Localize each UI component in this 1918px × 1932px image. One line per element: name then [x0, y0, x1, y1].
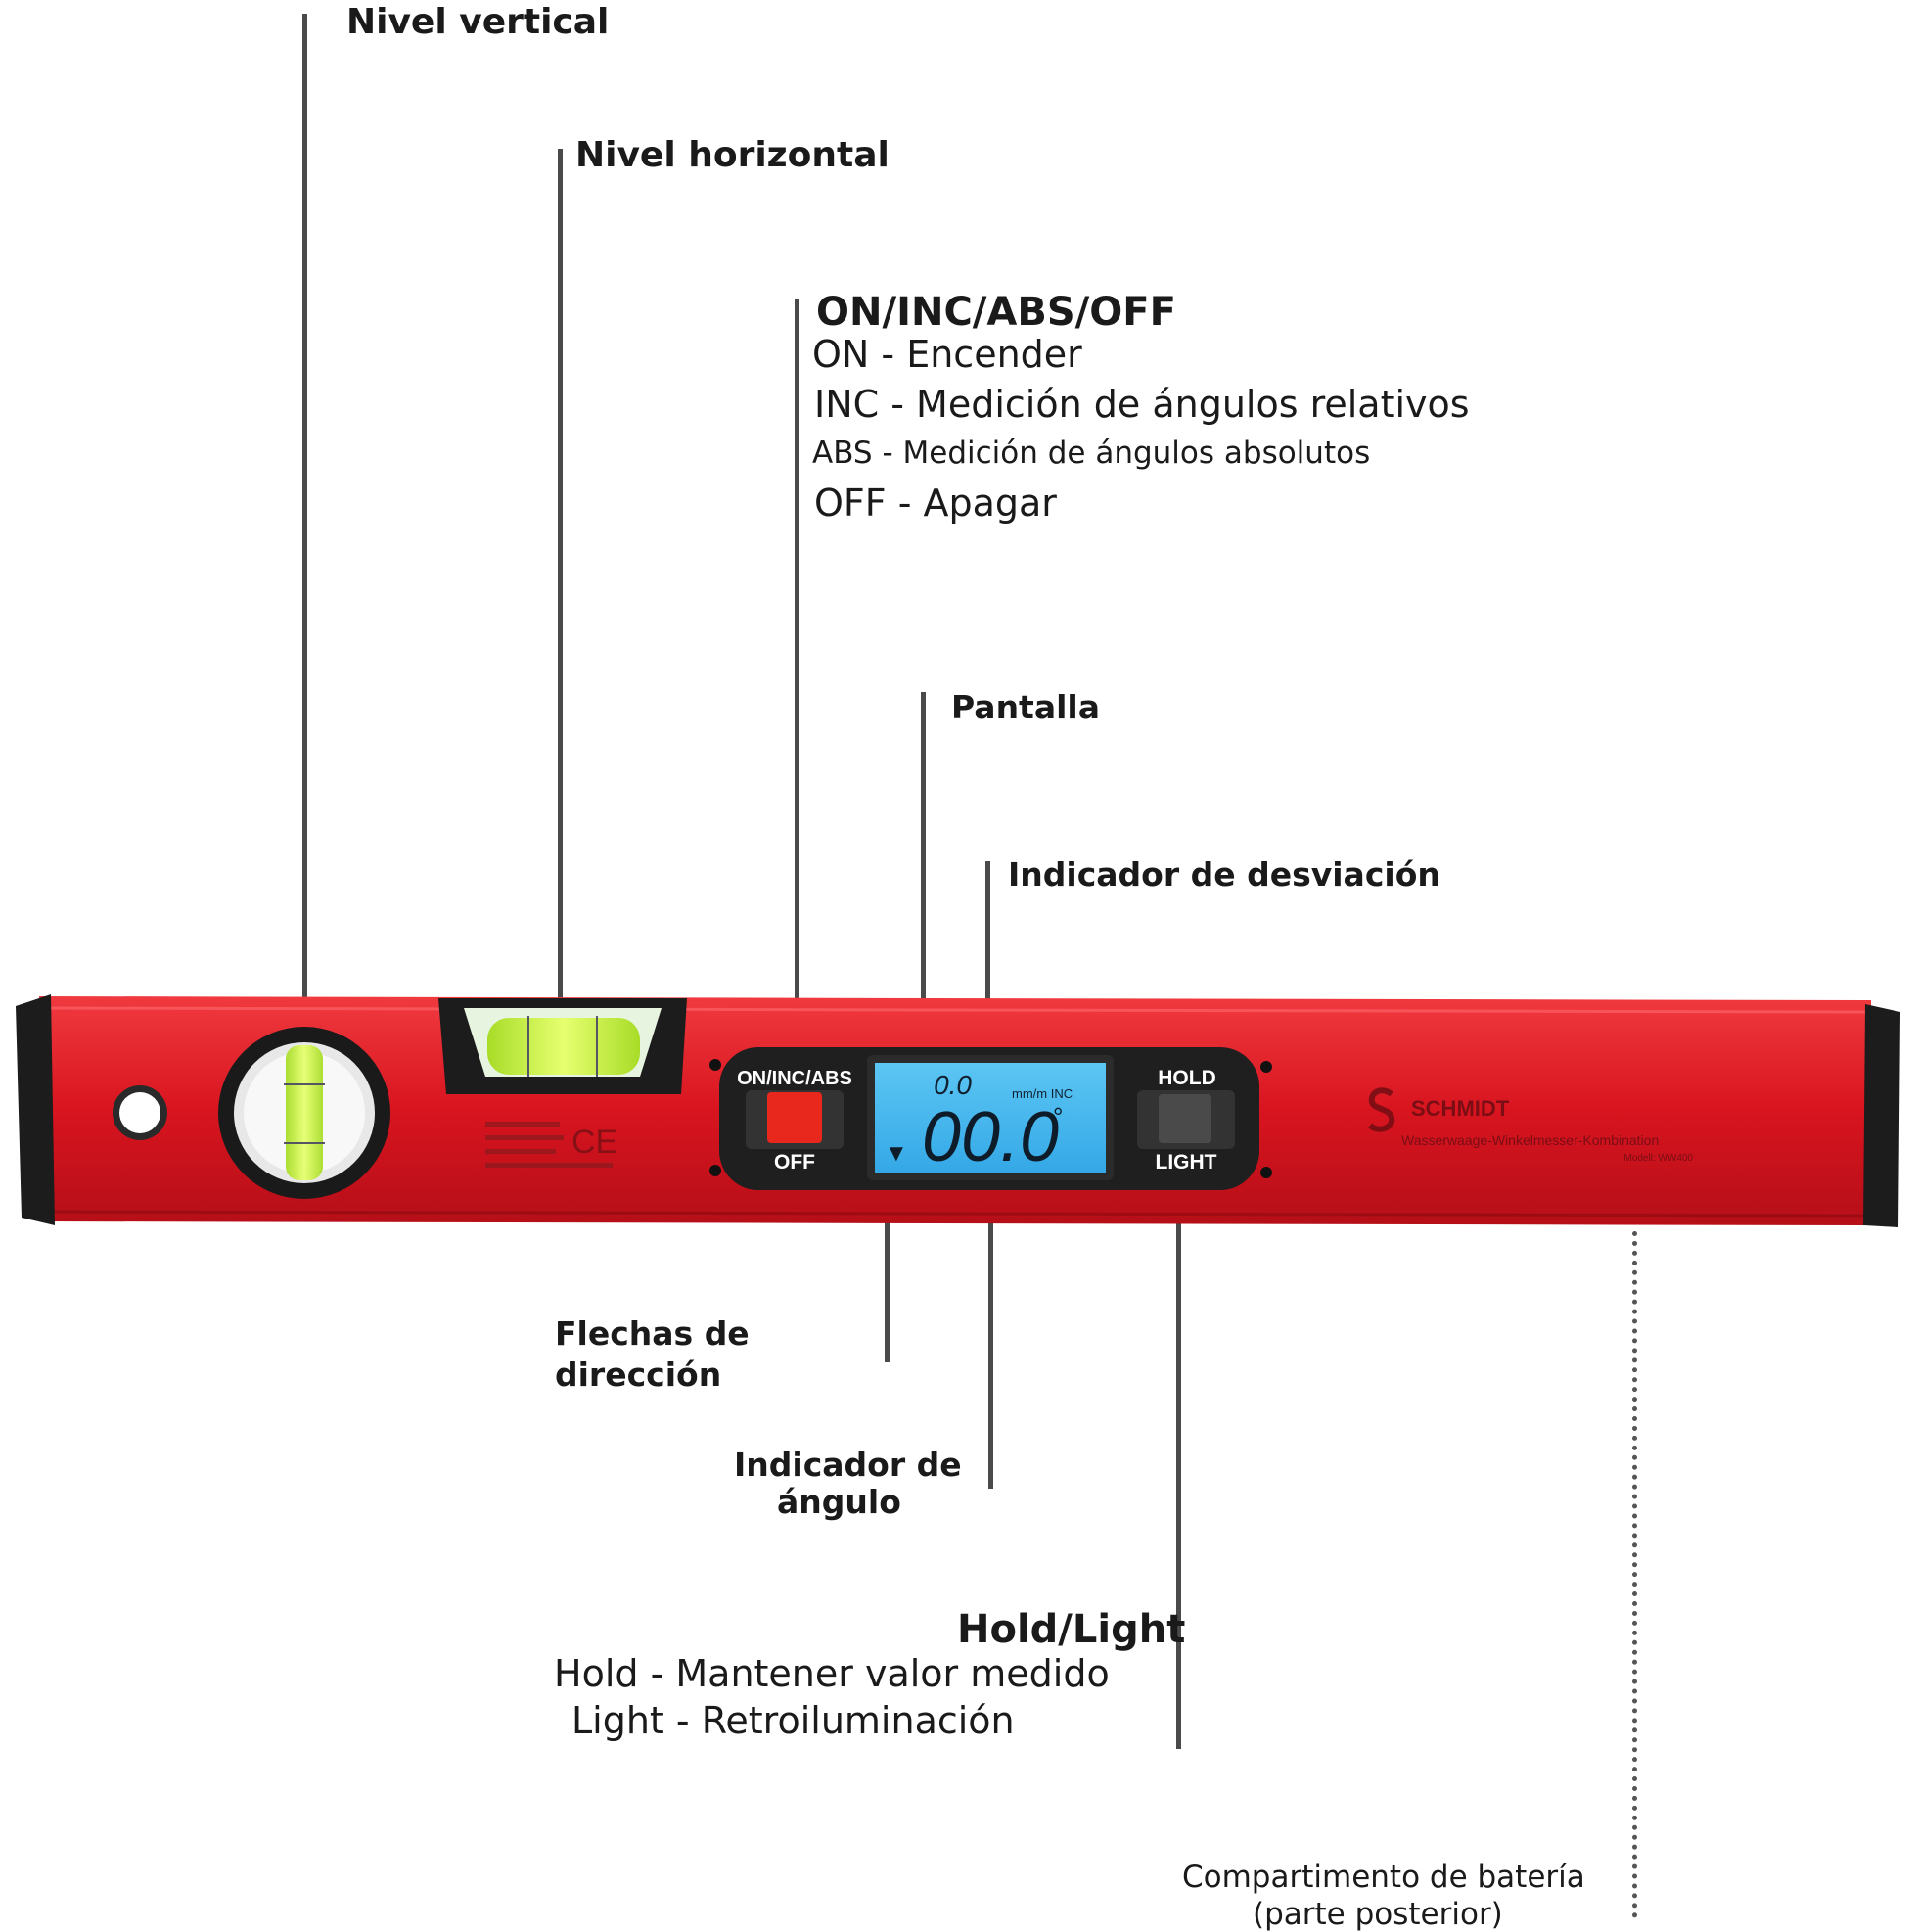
- leader-deviation: [985, 861, 990, 1042]
- product-line: Wasserwaage-Winkelmesser-Kombination: [1401, 1132, 1659, 1148]
- label-arrows-2: dirección: [555, 1356, 722, 1394]
- button-left-top-label: ON/INC/ABS: [737, 1068, 852, 1089]
- label-onoff-on: ON - Encender: [812, 333, 1082, 376]
- label-arrows-1: Flechas de: [555, 1314, 750, 1353]
- label-horizontal-level: Nivel horizontal: [575, 135, 890, 175]
- label-onoff-abs: ABS - Medición de ángulos absolutos: [812, 436, 1371, 471]
- brand-name: SCHMIDT: [1411, 1096, 1510, 1121]
- lcd-main-value: 00.0: [922, 1098, 1059, 1176]
- onoff-button: [767, 1092, 822, 1143]
- lcd-small-unit: mm/m INC: [1012, 1086, 1073, 1101]
- leader-hold: [1176, 1165, 1181, 1749]
- leader-arrows: [885, 1160, 890, 1362]
- ce-mark: CE: [571, 1124, 617, 1161]
- button-right-bottom-label: LIGHT: [1156, 1151, 1217, 1173]
- label-angle-1: Indicador de: [734, 1446, 962, 1484]
- label-hold-desc: Hold - Mantener valor medido: [554, 1652, 1110, 1695]
- brand-logo: [1368, 1087, 1395, 1132]
- horizontal-vial: [487, 1018, 640, 1075]
- end-cap-right: [1863, 1004, 1900, 1227]
- leader-battery: [1632, 1231, 1637, 1918]
- end-cap-left: [16, 994, 55, 1225]
- leader-vertical-level: [302, 14, 307, 1051]
- label-battery-1: Compartimento de batería: [1182, 1860, 1585, 1895]
- lcd-small-value: 0.0: [934, 1070, 972, 1100]
- button-left-bottom-label: OFF: [774, 1151, 815, 1173]
- leader-horizontal-level: [558, 149, 563, 1035]
- leader-screen: [921, 692, 926, 1079]
- label-onoff-title: ON/INC/ABS/OFF: [816, 290, 1176, 335]
- label-screen: Pantalla: [951, 688, 1100, 726]
- label-onoff-off: OFF - Apagar: [814, 482, 1057, 525]
- lcd-arrow: ▼: [885, 1140, 908, 1167]
- lcd-degree: °: [1053, 1102, 1063, 1131]
- lcd-screen: [875, 1063, 1106, 1173]
- label-light-desc: Light - Retroiluminación: [571, 1699, 1015, 1742]
- label-onoff-inc: INC - Medición de ángulos relativos: [814, 383, 1470, 426]
- model-text: Modell: WW400: [1623, 1153, 1693, 1164]
- printed-info: [485, 1122, 613, 1168]
- label-deviation: Indicador de desviación: [1008, 855, 1440, 894]
- leader-onoff: [795, 299, 799, 1077]
- label-angle-2: ángulo: [777, 1483, 901, 1521]
- label-vertical-level: Nivel vertical: [346, 2, 610, 42]
- button-right-top-label: HOLD: [1158, 1067, 1216, 1089]
- label-hold-title: Hold/Light: [957, 1607, 1186, 1652]
- leader-angle: [988, 1179, 993, 1489]
- hold-button: [1159, 1094, 1211, 1143]
